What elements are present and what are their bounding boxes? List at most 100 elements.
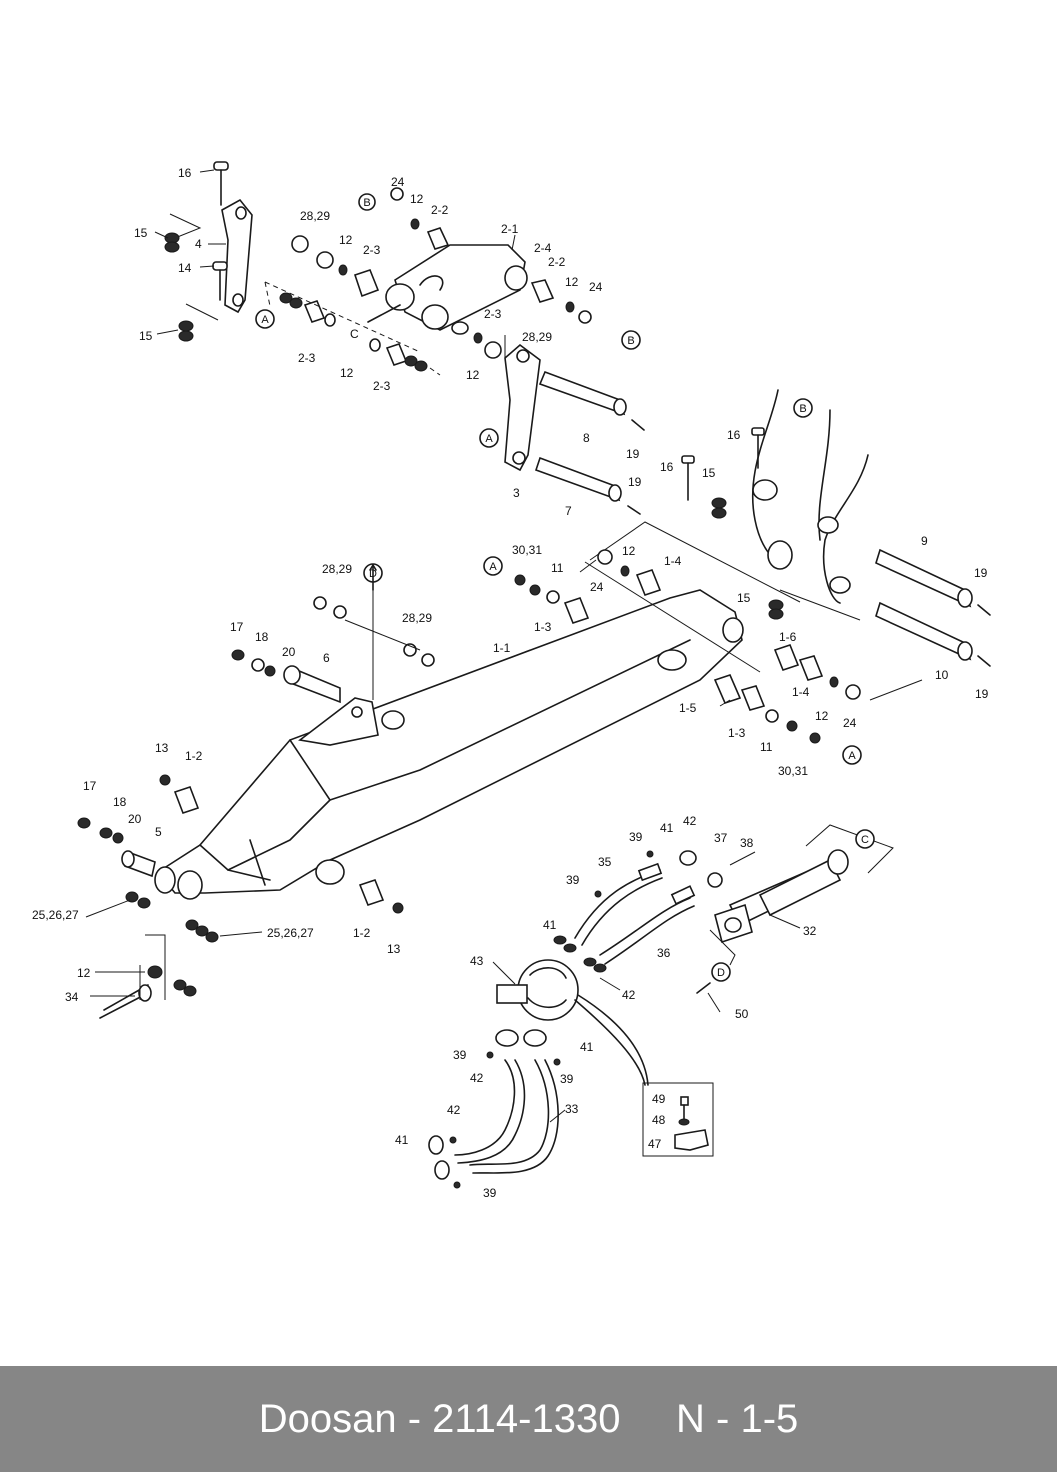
label: 2-2 — [431, 203, 449, 217]
label: 43 — [470, 954, 484, 968]
label: 1-1 — [493, 641, 511, 655]
label: 12 — [565, 275, 579, 289]
label: 17 — [83, 779, 97, 793]
ref-circle: B — [793, 398, 813, 418]
clamp-43 — [496, 959, 649, 1086]
svg-text:A: A — [489, 561, 497, 573]
label: 28,29 — [402, 611, 432, 625]
label: 42 — [470, 1071, 484, 1085]
part-number: 2114-1330 — [432, 1396, 621, 1441]
label: 1-3 — [728, 726, 746, 740]
label: 24 — [391, 175, 405, 189]
ref-circle: C — [855, 829, 875, 849]
label: 12 — [815, 709, 829, 723]
label: 12 — [340, 366, 354, 380]
label: 42 — [683, 814, 697, 828]
svg-text:B: B — [799, 403, 806, 415]
label: 1-4 — [664, 554, 682, 568]
bracket-right — [681, 389, 869, 620]
label: 39 — [629, 830, 643, 844]
label: 19 — [974, 566, 988, 580]
boom-1-1 — [154, 589, 744, 900]
label: 5 — [155, 825, 162, 839]
label: 25,26,27 — [32, 908, 79, 922]
leader-lines — [85, 169, 801, 1123]
label: 30,31 — [512, 543, 542, 557]
label: 2-3 — [373, 379, 391, 393]
label: 38 — [740, 836, 754, 850]
ref-circle: A — [842, 745, 862, 765]
svg-text:A: A — [485, 433, 493, 445]
label: 39 — [483, 1186, 497, 1200]
circled-refs: A B B A B A D A C D — [255, 193, 875, 982]
label: 39 — [453, 1048, 467, 1062]
label: 13 — [155, 741, 169, 755]
label: 2-3 — [298, 351, 316, 365]
label: 35 — [598, 855, 612, 869]
link-3 — [504, 343, 541, 472]
label: 18 — [113, 795, 127, 809]
label: 30,31 — [778, 764, 808, 778]
label: 39 — [566, 873, 580, 887]
pivot-hardware-left — [77, 774, 404, 1019]
label: 2-4 — [534, 241, 552, 255]
label: 37 — [714, 831, 728, 845]
svg-text:B: B — [363, 197, 370, 209]
label: 20 — [282, 645, 296, 659]
label: 1-3 — [534, 620, 552, 634]
label: 20 — [128, 812, 142, 826]
label: 17 — [230, 620, 244, 634]
label: 41 — [660, 821, 674, 835]
pins-9-10 — [875, 548, 991, 667]
label: 42 — [622, 988, 636, 1002]
label: 16 — [727, 428, 741, 442]
diagram-code: N - 1-5 — [676, 1396, 799, 1441]
label: 9 — [921, 534, 928, 548]
label: 24 — [589, 280, 603, 294]
label: 48 — [652, 1113, 666, 1127]
footer-caption: Doosan - 2114-1330 N - 1-5 — [259, 1397, 799, 1442]
label: 39 — [560, 1072, 574, 1086]
svg-text:D: D — [717, 967, 725, 979]
ref-circle: A — [483, 556, 503, 576]
label: 12 — [339, 233, 353, 247]
label: 42 — [447, 1103, 461, 1117]
label: 3 — [513, 486, 520, 500]
label: 28,29 — [322, 562, 352, 576]
pins-7-8 — [534, 370, 645, 515]
label: 7 — [565, 504, 572, 518]
svg-text:B: B — [627, 335, 634, 347]
dashed-connectors — [584, 521, 923, 701]
label: 12 — [622, 544, 636, 558]
label: 49 — [652, 1092, 666, 1106]
label: 28,29 — [522, 330, 552, 344]
ref-circle: D — [711, 962, 731, 982]
label: 4 — [195, 237, 202, 251]
ref-circle: B — [621, 330, 641, 350]
label: 2-1 — [501, 222, 519, 236]
label: 41 — [580, 1040, 594, 1054]
part-labels: 16 15 4 14 15 28,29 12 2-3 24 12 2-2 2-1… — [32, 166, 989, 1200]
label: 15 — [702, 466, 716, 480]
hoses-35-36 — [553, 850, 723, 973]
separator: - — [396, 1396, 433, 1441]
label: 12 — [466, 368, 480, 382]
label: 41 — [395, 1133, 409, 1147]
label: 1-2 — [185, 749, 203, 763]
label: 6 — [323, 651, 330, 665]
label: 1-6 — [779, 630, 797, 644]
label: 15 — [134, 226, 148, 240]
label: 15 — [139, 329, 153, 343]
label: C — [350, 327, 359, 341]
label: 12 — [77, 966, 91, 980]
label: 41 — [543, 918, 557, 932]
label: 34 — [65, 990, 79, 1004]
label: 18 — [255, 630, 269, 644]
label: 13 — [387, 942, 401, 956]
pivot-hardware-right — [514, 549, 861, 744]
link-4 — [164, 161, 253, 342]
label: 36 — [657, 946, 671, 960]
label: 11 — [551, 561, 564, 575]
label: 33 — [565, 1102, 579, 1116]
parts-diagram: 16 15 4 14 15 28,29 12 2-3 24 12 2-2 2-1… — [32, 161, 991, 1200]
